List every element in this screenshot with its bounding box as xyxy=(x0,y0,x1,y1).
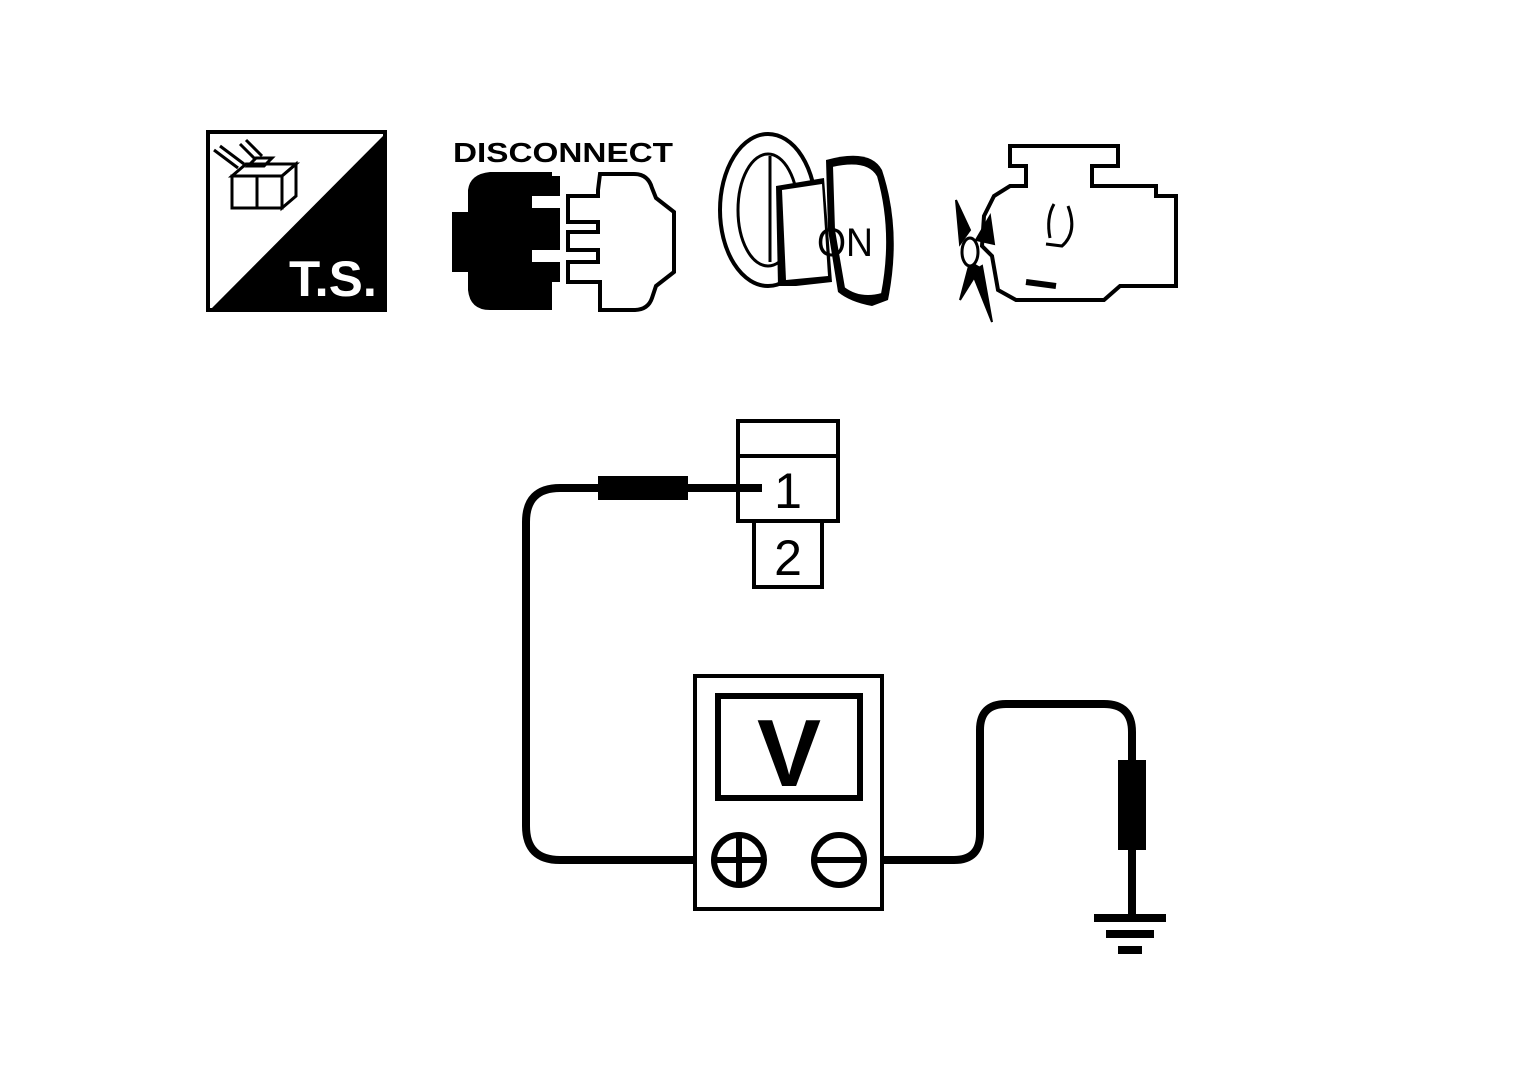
connector-pin-2: 2 xyxy=(774,530,802,586)
disconnect-icon: DISCONNECT xyxy=(452,137,676,312)
ignition-on-label: ON xyxy=(817,221,873,265)
voltmeter-display xyxy=(715,693,863,801)
voltmeter: V xyxy=(693,674,884,911)
disconnect-label: DISCONNECT xyxy=(453,137,673,168)
engine-icon xyxy=(955,144,1178,323)
negative-test-lead xyxy=(866,700,1146,916)
voltmeter-display-label: V xyxy=(757,700,821,807)
negative-terminal-icon xyxy=(811,832,867,888)
harness-connector: 1 2 xyxy=(736,419,840,589)
plug-male-icon xyxy=(452,172,560,310)
ignition-key-icon: ON xyxy=(718,132,894,306)
negative-probe xyxy=(1118,760,1146,850)
positive-terminal-icon xyxy=(711,832,767,888)
ts-label: T.S. xyxy=(289,251,377,307)
positive-probe xyxy=(598,476,688,500)
positive-test-lead xyxy=(522,476,762,864)
plug-female-icon xyxy=(566,172,676,312)
ts-icon: T.S. xyxy=(206,130,387,312)
connector-pin-1: 1 xyxy=(774,463,802,519)
ground-icon xyxy=(1094,914,1166,954)
connector-box-icon xyxy=(213,138,301,212)
